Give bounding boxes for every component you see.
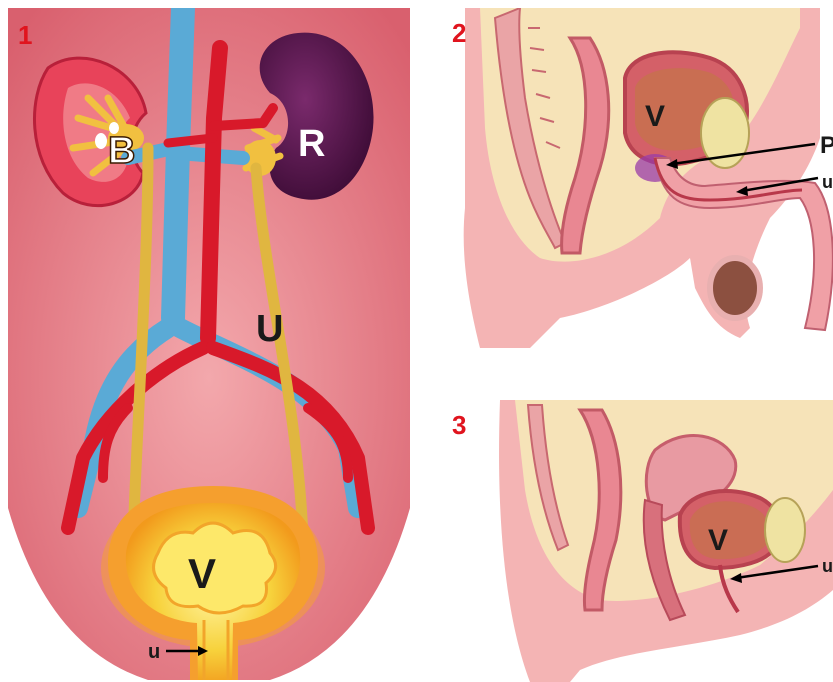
label-urethra: u: [822, 556, 833, 576]
panel-number: 2: [452, 18, 466, 49]
panel-number: 1: [18, 20, 32, 51]
female-pelvis-illustration: V u: [440, 390, 833, 682]
label-prostate: P: [820, 132, 833, 159]
label-kidney: R: [298, 123, 325, 165]
panel-male-pelvis: V P u 2: [440, 8, 833, 348]
panel-female-pelvis: V u 3: [440, 390, 833, 682]
label-bladder: V: [708, 524, 728, 557]
male-pelvis-illustration: V P u: [440, 8, 833, 348]
label-bladder: V: [188, 550, 216, 597]
label-urethra: u: [148, 641, 160, 663]
pubic-bone: [765, 498, 805, 562]
panel-urinary-system: B R U V u 1: [8, 8, 410, 680]
urinary-system-illustration: B R U V u: [8, 8, 410, 680]
label-ureter: U: [256, 308, 283, 350]
label-urethra: u: [822, 172, 833, 192]
label-bladder: V: [645, 100, 665, 133]
panel-number: 3: [452, 410, 466, 441]
label-pelvis: B: [108, 130, 135, 172]
testis: [710, 258, 760, 318]
